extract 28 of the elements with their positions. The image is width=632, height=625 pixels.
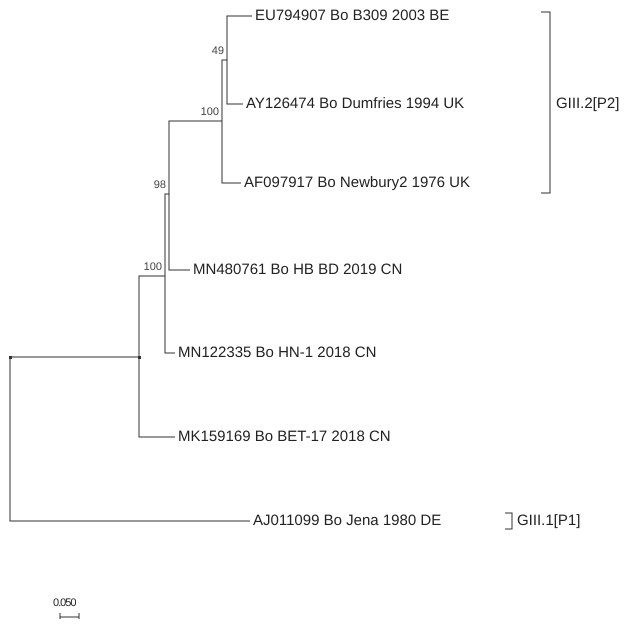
tree-branch — [10, 356, 140, 358]
taxon-label: AF097917 Bo Newbury2 1976 UK — [244, 174, 470, 192]
taxon-label: MN480761 Bo HB BD 2019 CN — [193, 261, 402, 279]
tree-branch — [222, 120, 242, 184]
taxon-label: MN122335 Bo HN-1 2018 CN — [178, 344, 376, 362]
tree-branch — [10, 356, 250, 522]
tree-branch — [138, 356, 176, 438]
bootstrap-value: 98 — [154, 179, 166, 191]
tree-branch — [168, 120, 222, 194]
tree-branch — [226, 60, 244, 104]
tree-branch — [164, 276, 176, 354]
tree-branch — [138, 276, 166, 358]
taxon-label: EU794907 Bo B309 2003 BE — [255, 7, 450, 25]
tree-branch — [168, 194, 190, 270]
tree-branch — [222, 60, 228, 122]
clade-label: GIII.1[P1] — [517, 512, 580, 529]
bootstrap-value: 49 — [212, 45, 224, 57]
bootstrap-value: 100 — [200, 106, 219, 118]
taxon-label: MK159169 Bo BET-17 2018 CN — [178, 428, 391, 446]
branch-node — [9, 356, 12, 359]
clade-label: GIII.2[P2] — [556, 95, 620, 112]
taxon-label: AY126474 Bo Dumfries 1994 UK — [246, 95, 464, 113]
bootstrap-value: 100 — [144, 261, 162, 273]
taxon-label: AJ011099 Bo Jena 1980 DE — [253, 512, 442, 530]
branch-node — [138, 356, 141, 359]
scale-value: 0.050 — [53, 597, 76, 609]
tree-branch — [226, 16, 252, 60]
tree-branch — [164, 194, 170, 276]
